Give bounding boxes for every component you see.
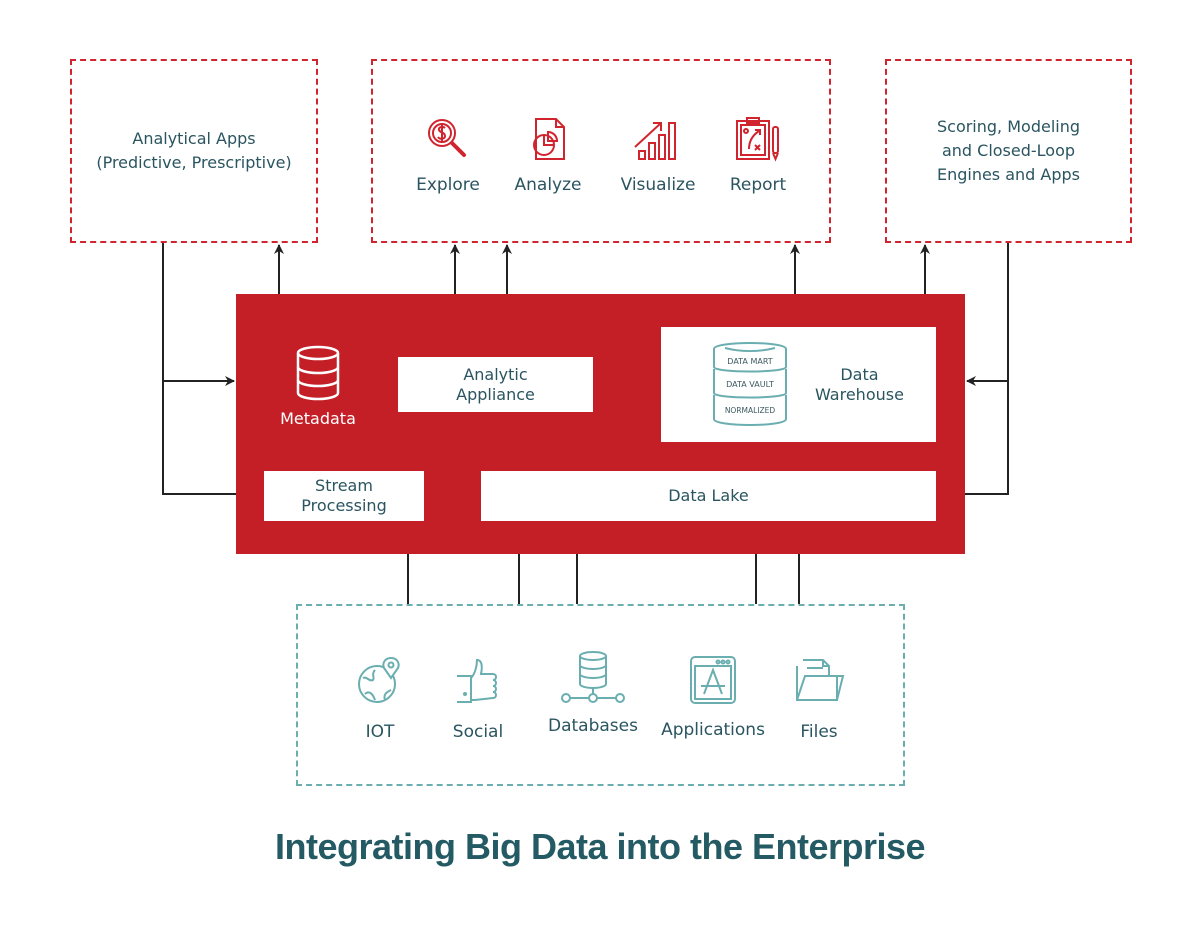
source-files: Files [764, 656, 874, 742]
arrow-scoring-to-warehouse [966, 243, 1009, 386]
analytic-appliance-box: Analytic Appliance [398, 357, 593, 412]
globe-location-icon [358, 656, 400, 703]
tool-visualize: Visualize [613, 115, 703, 195]
growth-bar-chart-icon [634, 122, 676, 160]
source-databases: Databases [538, 650, 648, 736]
arrow-analytical-apps-to-stream [162, 381, 263, 499]
stream-processing-box: Stream Processing [264, 471, 424, 521]
diagram-title: Integrating Big Data into the Enterprise [274, 826, 926, 867]
source-iot-label: IOT [365, 722, 395, 742]
stream-processing-label: Stream Processing [301, 476, 387, 515]
dollar-magnifier-icon [428, 119, 466, 157]
pie-chart-document-icon [533, 118, 565, 160]
clipboard-strategy-icon [736, 117, 779, 162]
tool-report-label: Report [729, 175, 787, 195]
source-files-label: Files [800, 722, 838, 742]
layered-database-icon: DATA MART DATA VAULT NORMALIZED [713, 341, 787, 426]
source-social: Social [423, 656, 533, 742]
database-stack-icon [296, 345, 340, 401]
tool-explore: Explore [403, 115, 493, 195]
tool-explore-label: Explore [416, 175, 480, 195]
folder-files-icon [796, 659, 845, 701]
data-sources-box: IOT Social Data [296, 604, 905, 786]
scoring-engines-box: Scoring, Modeling and Closed-Loop Engine… [885, 59, 1132, 243]
data-lake-label: Data Lake [668, 486, 749, 505]
source-applications: Applications [658, 654, 768, 740]
data-warehouse-box: DATA MART DATA VAULT NORMALIZED Data War… [661, 327, 936, 442]
database-network-icon [561, 651, 625, 703]
source-social-label: Social [452, 722, 504, 742]
data-lake-box: Data Lake [481, 471, 936, 521]
metadata: Metadata [270, 345, 366, 428]
tool-analyze-label: Analyze [514, 175, 582, 195]
data-warehouse-label: Data Warehouse [815, 364, 904, 404]
arrow-analytical-apps-to-metadata [162, 243, 235, 386]
metadata-label: Metadata [280, 409, 356, 428]
source-iot: IOT [325, 656, 435, 742]
bi-tools-box: Explore Analyze Visualize [371, 59, 831, 243]
app-window-icon [690, 656, 736, 704]
thumbs-up-icon [457, 658, 497, 703]
tool-visualize-label: Visualize [620, 175, 696, 195]
tool-analyze: Analyze [503, 115, 593, 195]
source-databases-label: Databases [548, 716, 638, 736]
layer-data-mart: DATA MART [727, 357, 773, 366]
analytic-appliance-label: Analytic Appliance [456, 364, 535, 404]
tool-report: Report [713, 115, 803, 195]
analytical-apps-box: Analytical Apps (Predictive, Prescriptiv… [70, 59, 318, 243]
layer-data-vault: DATA VAULT [726, 380, 774, 389]
scoring-engines-label: Scoring, Modeling and Closed-Loop Engine… [936, 117, 1081, 184]
layer-normalized: NORMALIZED [725, 406, 776, 415]
analytical-apps-label: Analytical Apps (Predictive, Prescriptiv… [96, 129, 292, 172]
source-applications-label: Applications [661, 720, 765, 740]
